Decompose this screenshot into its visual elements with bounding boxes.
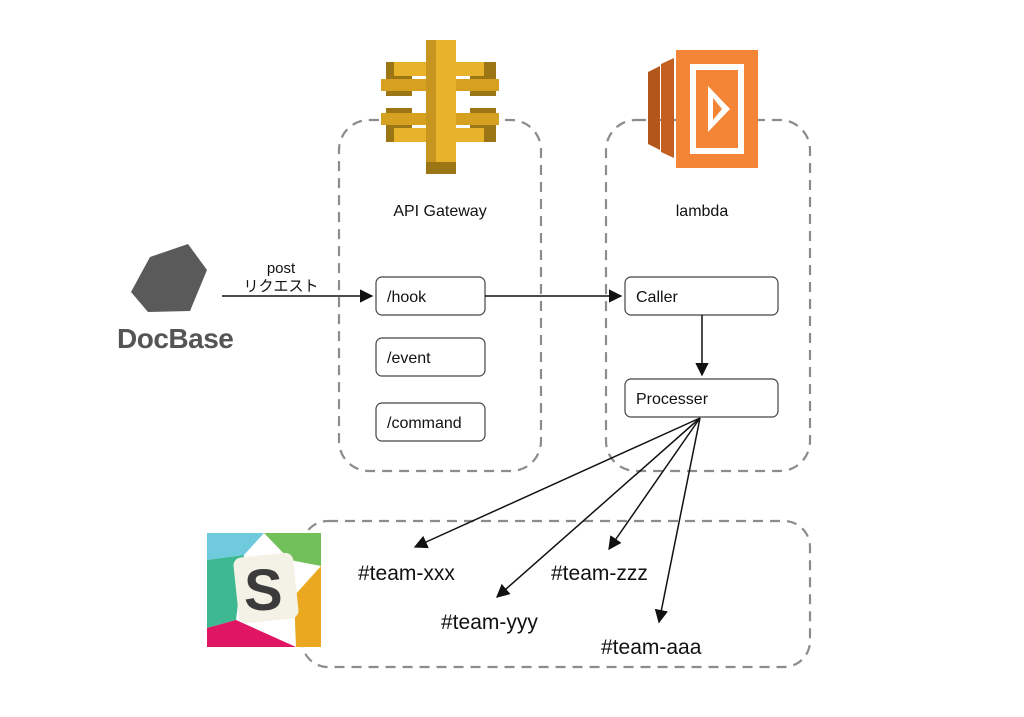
edge-processer-to-team-aaa	[654, 417, 701, 624]
slack-channels-group	[300, 519, 812, 669]
endpoint-event: /event	[375, 337, 486, 377]
docbase-logo: DocBase	[117, 244, 234, 354]
edge-processer-to-team-zzz	[608, 417, 701, 551]
endpoint-command: /command	[375, 402, 486, 442]
post-label: post	[267, 260, 296, 277]
endpoint-command-label: /command	[387, 415, 462, 432]
request-label: リクエスト	[243, 278, 318, 295]
slack-logo: S	[207, 533, 321, 647]
docbase-wordmark: DocBase	[117, 323, 233, 354]
slack-letter: S	[244, 558, 283, 623]
function-caller-label: Caller	[636, 289, 678, 306]
function-caller: Caller	[624, 276, 779, 316]
endpoint-hook-label: /hook	[387, 289, 427, 306]
edge-processer-to-team-yyy	[495, 417, 701, 598]
function-processer: Processer	[624, 378, 779, 418]
lambda-label: lambda	[676, 203, 729, 220]
endpoint-event-label: /event	[387, 350, 431, 367]
api-gateway-icon	[381, 40, 499, 174]
endpoint-hook: /hook	[375, 276, 486, 316]
channel-team-aaa: #team-aaa	[601, 636, 702, 659]
function-processer-label: Processer	[636, 391, 709, 408]
channel-team-xxx: #team-xxx	[358, 562, 455, 585]
channel-team-zzz: #team-zzz	[551, 562, 648, 585]
api-gateway-label: API Gateway	[393, 203, 486, 220]
edge-processer-to-team-xxx	[413, 417, 701, 549]
lambda-icon	[648, 50, 758, 168]
channel-team-yyy: #team-yyy	[441, 611, 538, 634]
